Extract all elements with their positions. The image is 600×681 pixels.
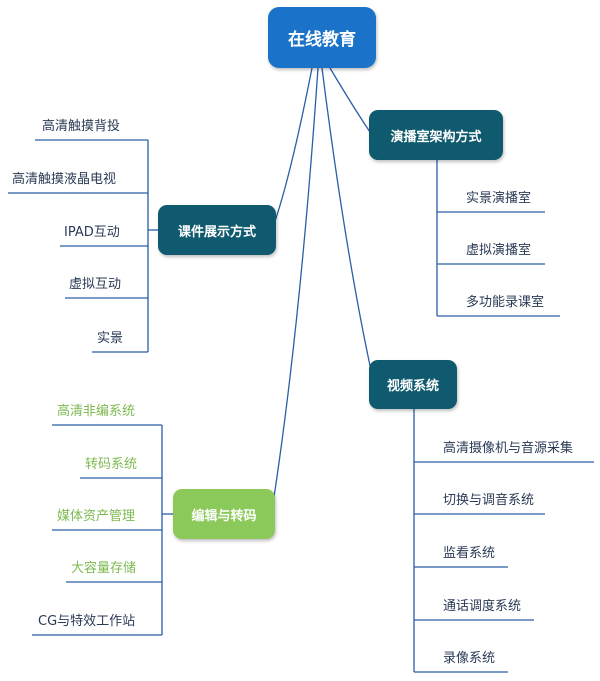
- leaf-courseware-2[interactable]: 高清触摸液晶电视: [12, 172, 117, 187]
- connector-root-courseware: [271, 67, 313, 231]
- leaf-video-1[interactable]: 高清摄像机与音源采集: [443, 441, 574, 456]
- branch-node-editing[interactable]: 编辑与转码: [173, 489, 275, 539]
- courseware-connectors: [8, 139, 158, 353]
- leaf-editing-3[interactable]: 媒体资产管理: [57, 509, 136, 524]
- leaf-editing-4[interactable]: 大容量存储: [71, 561, 137, 576]
- leaf-courseware-5[interactable]: 实景: [97, 331, 124, 346]
- leaf-video-2[interactable]: 切换与调音系统: [443, 493, 535, 508]
- branch-node-studio[interactable]: 演播室架构方式: [369, 110, 503, 160]
- leaf-studio-2[interactable]: 虚拟演播室: [466, 243, 532, 258]
- studio-connectors: [436, 160, 560, 317]
- leaf-video-3[interactable]: 监看系统: [443, 546, 496, 561]
- leaf-video-4[interactable]: 通话调度系统: [443, 599, 522, 614]
- root-label: 在线教育: [288, 30, 356, 50]
- leaf-video-5[interactable]: 录像系统: [443, 651, 496, 666]
- connector-root-studio: [329, 67, 373, 136]
- branch-node-courseware[interactable]: 课件展示方式: [158, 205, 276, 255]
- leaf-editing-1[interactable]: 高清非编系统: [57, 404, 136, 419]
- editing-connectors: [32, 424, 173, 636]
- branch-label-video: 视频系统: [386, 379, 439, 394]
- leaf-studio-3[interactable]: 多功能录课室: [466, 295, 545, 310]
- leaf-courseware-3[interactable]: IPAD互动: [64, 225, 120, 240]
- branch-node-video[interactable]: 视频系统: [369, 360, 457, 409]
- branch-label-studio: 演播室架构方式: [390, 129, 482, 145]
- leaf-courseware-4[interactable]: 虚拟互动: [69, 277, 122, 292]
- leaf-editing-2[interactable]: 转码系统: [85, 457, 138, 472]
- connector-root-editing: [271, 67, 319, 511]
- leaf-courseware-1[interactable]: 高清触摸背投: [42, 119, 121, 134]
- connector-root-video: [321, 67, 373, 376]
- branch-label-courseware: 课件展示方式: [177, 224, 256, 240]
- leaf-editing-5[interactable]: CG与特效工作站: [38, 614, 136, 629]
- root-node[interactable]: 在线教育: [268, 7, 376, 68]
- leaf-studio-1[interactable]: 实景演播室: [466, 191, 532, 206]
- branch-label-editing: 编辑与转码: [191, 508, 257, 524]
- video-connectors: [413, 409, 594, 673]
